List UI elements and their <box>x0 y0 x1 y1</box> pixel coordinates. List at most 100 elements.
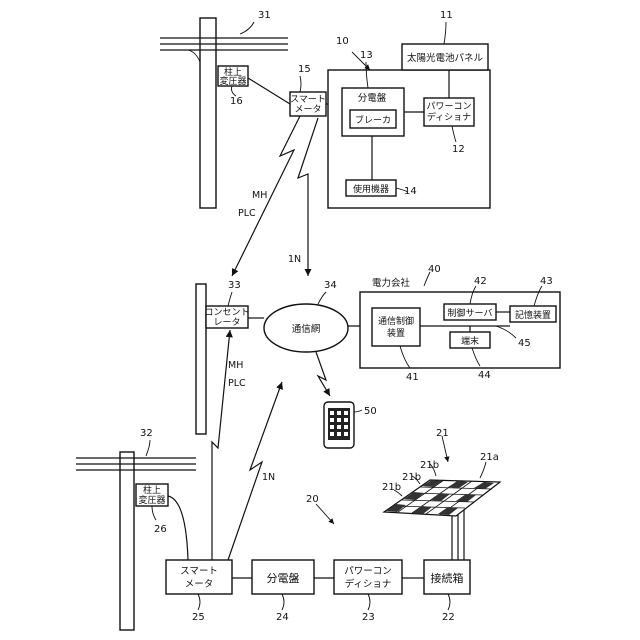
leader-34 <box>318 292 326 304</box>
leader-24 <box>282 594 284 610</box>
smartphone-icon <box>324 402 354 448</box>
plc-top-label: PLC <box>238 208 256 219</box>
ref-43: 43 <box>540 276 553 287</box>
control-server: 制御サーバ <box>444 304 496 320</box>
ref-16: 16 <box>230 96 243 107</box>
power-conditioner-bot-line2: ディショナ <box>345 578 392 590</box>
ref-34: 34 <box>324 280 337 291</box>
ref-21a: 21a <box>480 452 499 463</box>
leader-33 <box>228 292 232 306</box>
leader-25 <box>198 594 200 610</box>
ref-25: 25 <box>192 612 205 623</box>
comm-control-device: 通信制御 装置 <box>372 308 420 346</box>
storage-device: 記憶装置 <box>510 306 556 322</box>
power-conditioner-top-line1: パワーコン <box>426 101 471 112</box>
leader-15 <box>300 76 301 92</box>
leader-50 <box>354 410 362 412</box>
storage-label: 記憶装置 <box>515 309 551 321</box>
ref-21b-2: 21b <box>402 472 421 483</box>
ref-41: 41 <box>406 372 419 383</box>
mh-bottom-label: MH <box>228 360 243 371</box>
power-conditioner-top-line2: ディショナ <box>427 111 471 123</box>
distribution-board-bottom-label: 分電盤 <box>267 572 300 585</box>
utility-pole-bottom <box>76 452 196 630</box>
one-n-top-label: 1N <box>288 254 301 265</box>
outlet-line2: レータ <box>213 317 240 328</box>
ref-50: 50 <box>364 406 377 417</box>
plc-bottom-label: PLC <box>228 378 246 389</box>
solar-panel-label: 太陽光電池パネル <box>407 52 484 64</box>
junction-box-label: 接続箱 <box>431 571 464 585</box>
ref-31: 31 <box>258 10 271 21</box>
ref-26: 26 <box>154 524 167 535</box>
smart-meter-top-line2: メータ <box>294 104 321 115</box>
ref-21b-1: 21b <box>420 460 439 471</box>
ref-21: 21 <box>436 428 449 439</box>
pole-transformer-bottom: 柱上 変圧器 <box>136 484 168 506</box>
pole-transformer-top: 柱上 変圧器 <box>218 66 248 87</box>
pole-transformer-bot-line1: 柱上 <box>143 484 161 496</box>
solar-array-icon <box>384 480 500 560</box>
ref-14: 14 <box>404 186 417 197</box>
breaker-label: ブレーカ <box>355 114 391 126</box>
power-conditioner-bot-line1: パワーコン <box>344 566 392 577</box>
solar-panel-box: 太陽光電池パネル <box>402 44 488 70</box>
terminal-box: 端末 <box>450 332 490 348</box>
appliance-label: 使用機器 <box>353 183 389 195</box>
one-n-bottom-label: 1N <box>262 472 275 483</box>
ref-11: 11 <box>440 10 453 21</box>
comm-control-line1: 通信制御 <box>378 315 414 327</box>
power-conditioner-bottom: パワーコン ディショナ <box>334 560 402 594</box>
leader-31 <box>240 22 254 34</box>
ref-44: 44 <box>478 370 491 381</box>
ref-13: 13 <box>360 50 373 61</box>
ref-20: 20 <box>306 494 319 505</box>
terminal-label: 端末 <box>461 335 479 347</box>
ref-22: 22 <box>442 612 455 623</box>
ref-12: 12 <box>452 144 465 155</box>
power-company-label: 電力会社 <box>372 277 411 289</box>
ref-23: 23 <box>362 612 375 623</box>
mh-top-label: MH <box>252 190 267 201</box>
comm-link-1n-bottom <box>228 382 282 560</box>
wire-transformer-meter <box>248 78 290 104</box>
appliance-box: 使用機器 <box>346 180 396 196</box>
leader-22 <box>448 594 450 610</box>
distribution-board-top: 分電盤 ブレーカ <box>342 88 404 136</box>
smart-meter-top: スマート メータ <box>290 92 326 116</box>
ref-21b-3: 21b <box>382 482 401 493</box>
ref-42: 42 <box>474 276 487 287</box>
wire-transformer-meter-bottom <box>168 496 188 560</box>
distribution-board-bottom: 分電盤 <box>252 560 314 594</box>
control-server-label: 制御サーバ <box>448 307 493 319</box>
ref-32: 32 <box>140 428 153 439</box>
ref-15: 15 <box>298 64 311 75</box>
smart-meter-top-line1: スマート <box>290 95 326 105</box>
comm-control-line2: 装置 <box>387 327 405 339</box>
leader-11 <box>444 22 446 44</box>
ref-40: 40 <box>428 264 441 275</box>
comm-link-network-phone <box>316 352 330 396</box>
ref-33: 33 <box>228 280 241 291</box>
distribution-board-top-label: 分電盤 <box>358 92 387 104</box>
leader-21 <box>442 436 448 462</box>
ref-10: 10 <box>336 36 349 47</box>
pole-transformer-bot-line2: 変圧器 <box>138 494 165 506</box>
smart-meter-bot-line1: スマート <box>180 566 218 577</box>
smart-meter-bot-line2: メータ <box>185 579 214 590</box>
smart-meter-bottom: スマート メータ <box>166 560 232 594</box>
network-label: 通信網 <box>292 323 321 335</box>
leader-32 <box>146 440 150 456</box>
power-conditioner-top: パワーコン ディショナ <box>424 98 474 126</box>
pole-transformer-top-line2: 変圧器 <box>219 75 246 87</box>
leader-21a <box>480 462 486 478</box>
outlet-post <box>196 284 206 434</box>
leader-20 <box>316 504 334 524</box>
junction-box: 接続箱 <box>424 560 470 594</box>
leader-26 <box>152 506 156 520</box>
comm-link-1n-top <box>298 118 318 276</box>
outlet-adapter-box: コンセント レータ <box>204 306 249 328</box>
leader-23 <box>368 594 370 610</box>
outlet-line1: コンセント <box>204 307 249 318</box>
